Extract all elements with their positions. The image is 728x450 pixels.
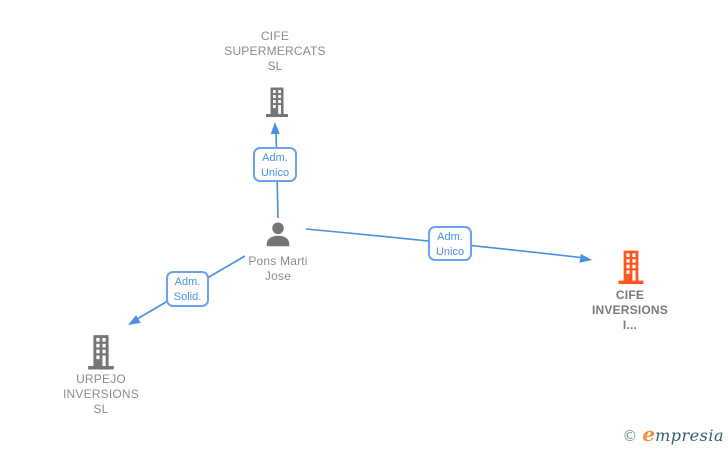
node-label-cife-supermercats[interactable]: CIFE SUPERMERCATS SL [224,29,326,73]
node-cife-inversions[interactable] [616,250,646,289]
arrowhead-down-left-icon [128,315,141,325]
node-cife-supermercats[interactable] [265,85,289,124]
building-icon [87,335,115,374]
copyright-icon: © [622,427,638,445]
logo-brand-rest: mpresia [655,426,724,445]
edge-label-line: Adm. [437,231,463,243]
node-pons-marti-jose[interactable] [263,220,293,255]
edge-label-line: Solid. [173,291,202,303]
node-urpejo-inversions[interactable] [87,334,115,375]
edge-label-adm-unico-top: Adm. Unico [253,147,297,182]
edge-label-line: Adm. [174,276,201,288]
edge-label-adm-solid: Adm. Solid. [166,271,209,307]
edge-label-line: Adm. [262,152,288,164]
arrowhead-up-icon [270,122,280,135]
edge-label-line: Unico [435,246,465,258]
edge-label-adm-unico-right: Adm. Unico [428,226,472,261]
building-icon [265,87,289,123]
person-icon [263,222,293,254]
arrowhead-right-icon [579,253,592,263]
logo-brand-initial: e [642,422,656,446]
empresia-logo[interactable]: © e mpresia [622,422,724,446]
node-label-urpejo-inversions[interactable]: URPEJO INVERSIONS SL [62,372,139,416]
edge-label-line: Unico [260,167,290,179]
node-label-cife-inversions[interactable]: CIFE INVERSIONS I... [591,288,668,332]
node-label-pons-marti-jose[interactable]: Pons Marti Jose [248,254,308,283]
building-icon [616,250,646,288]
